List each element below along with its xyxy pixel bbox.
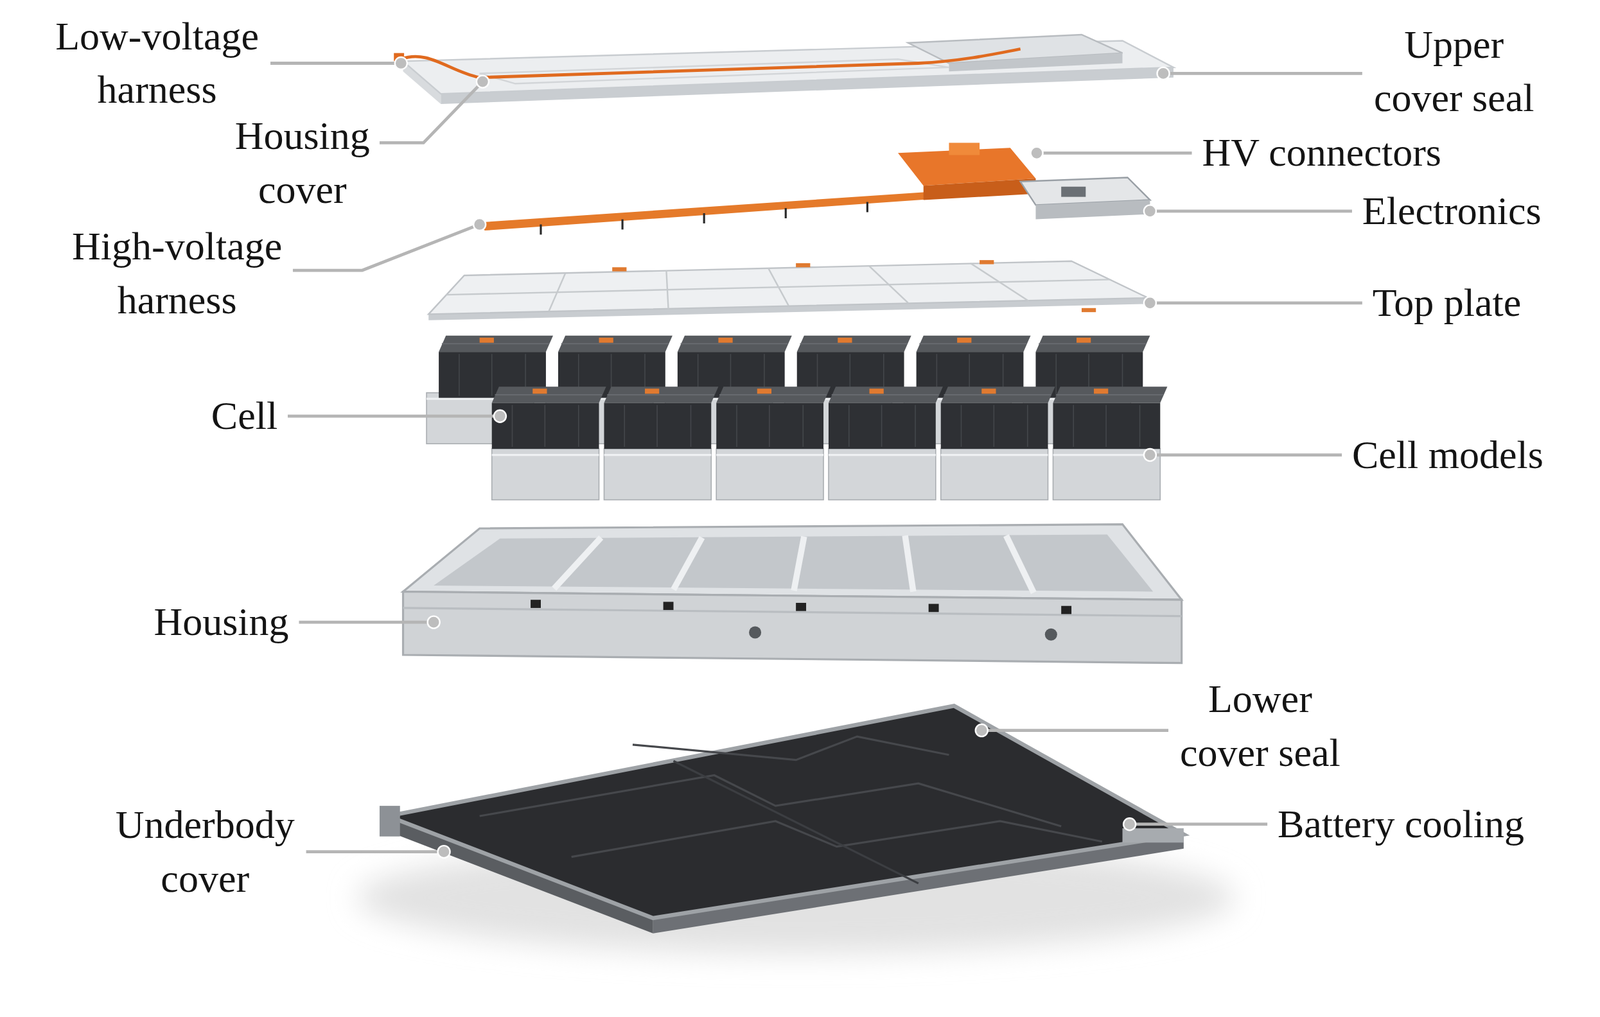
electronics-chip (1061, 186, 1086, 198)
hv-layer (479, 142, 1151, 235)
tray (716, 448, 824, 500)
part-label: Housing (153, 595, 289, 650)
cell-stack (426, 335, 1168, 501)
cell (603, 386, 719, 449)
leader-line (287, 414, 500, 419)
leader-line (981, 729, 1169, 733)
leader-line (379, 81, 483, 143)
hv-lead (621, 219, 624, 230)
leader-line (306, 850, 444, 854)
leader-line (1163, 71, 1363, 76)
part-label: Upper cover seal (1372, 17, 1536, 126)
part-label: Housing cover (233, 109, 372, 217)
leader-dot (1123, 818, 1136, 831)
housing-divider (793, 536, 805, 591)
leader-dot (493, 410, 507, 423)
leader-dots (395, 57, 1170, 859)
leader-lines (270, 63, 1363, 853)
hv-lead (784, 208, 787, 219)
hv-lead (539, 224, 542, 236)
cell (940, 386, 1056, 449)
leader-dot (1157, 67, 1170, 80)
housing-clip (928, 604, 940, 613)
tray (492, 448, 600, 500)
leader-dot (395, 57, 408, 70)
housing-divider (1005, 535, 1034, 593)
leader-dot (1143, 448, 1157, 462)
part-label: Lower cover seal (1178, 672, 1342, 780)
tray (940, 448, 1049, 500)
tray (828, 448, 936, 500)
leader-line (298, 621, 434, 625)
cooling-channel (571, 821, 1103, 858)
housing-divider (673, 537, 703, 590)
lv-harness-wire (400, 48, 1020, 78)
leader-dot (438, 845, 451, 859)
cooling-channel (632, 736, 949, 761)
leader-line (1149, 209, 1353, 213)
electronics-box (1035, 199, 1150, 220)
leader-line (1149, 301, 1362, 305)
leader-line (1149, 453, 1342, 457)
part-label: Cell (211, 389, 278, 444)
plate-tab (1081, 308, 1096, 313)
hv-lead (866, 202, 869, 213)
plate-seam (445, 279, 1110, 295)
cell (1052, 386, 1168, 449)
plate-tab (795, 263, 810, 268)
leader-dot (1143, 296, 1157, 309)
leader-dot (473, 218, 486, 231)
cooling-channel (479, 775, 1062, 827)
housing-clip (795, 603, 807, 612)
hv-connector-block (923, 178, 1037, 200)
leader-dot (476, 75, 489, 88)
plate-top (428, 261, 1148, 315)
part-label: HV connectors (1201, 125, 1441, 180)
housing-wall (403, 591, 1182, 663)
leader-line (292, 224, 480, 271)
housing-divider (554, 537, 602, 589)
part-label: Cell models (1352, 428, 1544, 483)
part-label: Low-voltage harness (53, 9, 261, 117)
leader-dot (975, 724, 988, 737)
housing-divider (905, 535, 914, 592)
cell (716, 386, 831, 449)
cooling-seam (673, 761, 919, 884)
leader-dot (1030, 147, 1044, 160)
cover-dome (948, 53, 1123, 72)
housing-clip (530, 599, 541, 609)
part-label: High-voltage harness (70, 219, 284, 327)
housing-clip (663, 601, 674, 611)
housing-cover (393, 34, 1174, 105)
leader-dot (427, 616, 440, 629)
part-label: Top plate (1372, 276, 1522, 331)
plate-tab (612, 267, 627, 272)
leader-dot (1143, 204, 1157, 218)
cover-plate (387, 705, 1184, 918)
tray (1052, 448, 1161, 500)
housing (403, 524, 1182, 664)
housing-floor (433, 535, 1153, 593)
underbody-cover (357, 705, 1235, 954)
housing-bolt (748, 626, 762, 640)
hv-connector (948, 142, 980, 155)
leader-line (270, 61, 401, 65)
top-plate (428, 260, 1148, 321)
cover-bracket (379, 806, 401, 837)
cell (492, 386, 607, 449)
housing-bolt (1045, 628, 1058, 642)
part-label: Electronics (1362, 184, 1542, 239)
part-label: Underbody cover (114, 798, 297, 906)
plate-tab (979, 260, 994, 264)
part-label: Battery cooling (1277, 797, 1525, 852)
tray (603, 448, 712, 500)
housing-clip (1061, 606, 1072, 615)
leader-line (1036, 151, 1192, 155)
hv-lead (703, 213, 706, 224)
leader-line (1129, 822, 1268, 827)
cell (828, 386, 943, 449)
housing-rim (403, 524, 1182, 601)
